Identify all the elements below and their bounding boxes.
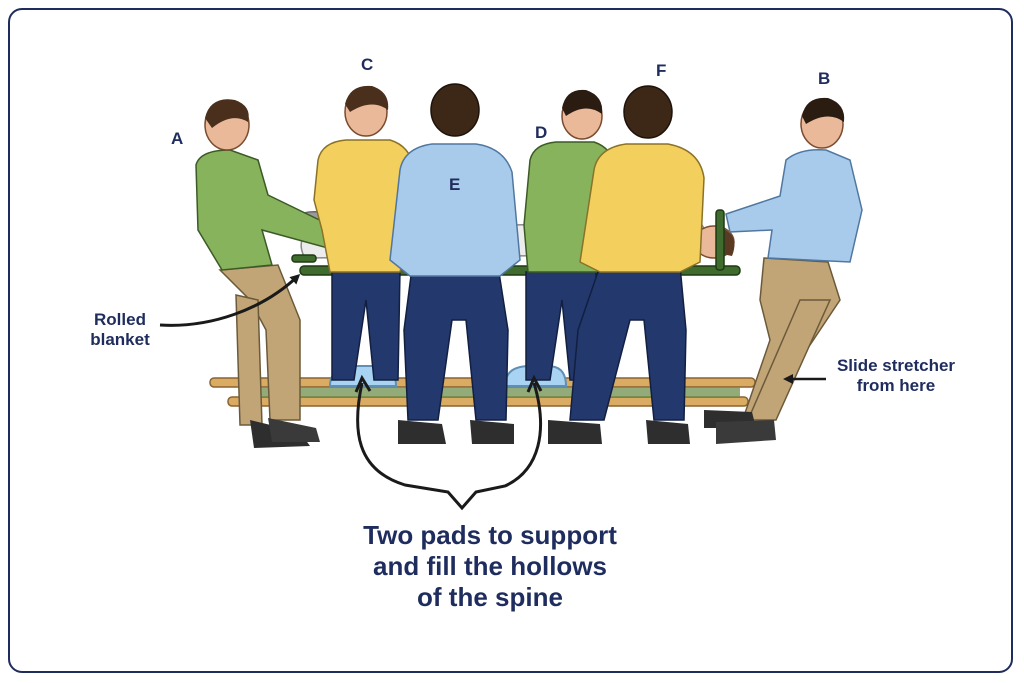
slide-stretcher-label: Slide stretcher from here <box>826 356 966 396</box>
rolled-blanket-label: Rolled blanket <box>80 310 160 350</box>
label-rescuer-c: C <box>361 55 373 75</box>
label-rescuer-e: E <box>449 175 460 195</box>
label-rescuer-a: A <box>171 129 183 149</box>
label-rescuer-b: B <box>818 69 830 89</box>
label-rescuer-d: D <box>535 123 547 143</box>
pads-caption: Two pads to support and fill the hollows… <box>310 520 670 613</box>
label-rescuer-f: F <box>656 61 666 81</box>
